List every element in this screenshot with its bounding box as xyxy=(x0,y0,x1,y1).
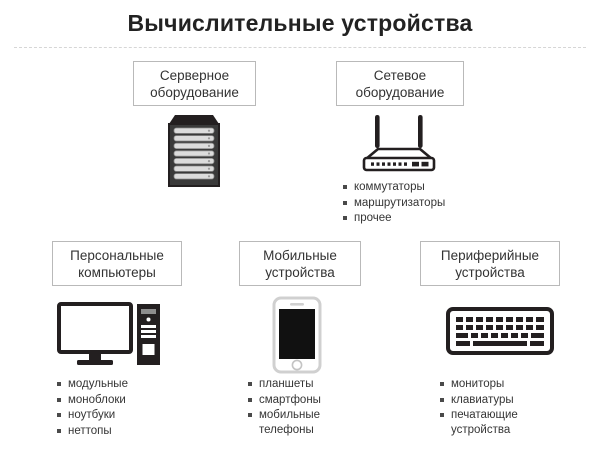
router-icon xyxy=(352,113,448,178)
bullet-square-icon xyxy=(248,393,259,402)
bullet-square-icon xyxy=(343,211,354,220)
node-box-peripheral-devices[interactable]: Периферийные устройства xyxy=(420,241,560,286)
list-item: планшеты xyxy=(248,377,321,392)
bullet-list-peripheral-devices: мониторы клавиатуры печатающие устройств… xyxy=(440,377,518,438)
node-box-mobile-devices[interactable]: Мобильные устройства xyxy=(239,241,361,286)
smartphone-icon xyxy=(272,296,322,379)
node-label-pc-line1: Персональные xyxy=(70,247,164,263)
node-label-mobile-line2: устройства xyxy=(265,264,335,280)
node-box-personal-computers[interactable]: Персональные компьютеры xyxy=(52,241,182,286)
bullet-square-icon xyxy=(57,377,68,386)
list-item: маршрутизаторы xyxy=(343,196,445,211)
bullet-square-icon xyxy=(248,408,259,417)
node-label-peripheral-line1: Периферийные xyxy=(440,247,540,263)
bullet-list-personal-computers: модульные моноблоки ноутбуки неттопы xyxy=(57,377,128,439)
list-item: прочее xyxy=(343,211,445,226)
bullet-square-icon xyxy=(57,393,68,402)
list-item: неттопы xyxy=(57,424,128,439)
node-label-pc-line2: компьютеры xyxy=(78,264,156,280)
bullet-square-icon xyxy=(440,377,451,386)
list-item: печатающие устройства xyxy=(440,408,518,437)
list-item: смартфоны xyxy=(248,393,321,408)
title-divider xyxy=(14,47,586,48)
bullet-list-network: коммутаторы маршрутизаторы прочее xyxy=(343,180,445,227)
node-label-network-line1: Сетевое xyxy=(373,67,427,83)
bullet-square-icon xyxy=(440,393,451,402)
list-item: клавиатуры xyxy=(440,393,518,408)
node-label-server-line1: Серверное xyxy=(159,67,230,83)
node-label-network-line2: оборудование xyxy=(355,84,445,100)
bullet-square-icon xyxy=(57,424,68,433)
server-rack-icon xyxy=(163,113,225,192)
node-label-server-line2: оборудование xyxy=(150,84,239,100)
page-title: Вычислительные устройства xyxy=(127,10,473,36)
node-label-peripheral-line2: устройства xyxy=(455,264,525,280)
bullet-square-icon xyxy=(440,408,451,417)
list-item: моноблоки xyxy=(57,393,128,408)
list-item: ноутбуки xyxy=(57,408,128,423)
bullet-square-icon xyxy=(343,180,354,189)
list-item: мониторы xyxy=(440,377,518,392)
node-box-network[interactable]: Сетевое оборудование xyxy=(336,61,464,106)
list-item: мобильные телефоны xyxy=(248,408,321,437)
bullet-square-icon xyxy=(248,377,259,386)
node-box-server[interactable]: Серверное оборудование xyxy=(133,61,256,106)
node-label-mobile-line1: Мобильные xyxy=(263,247,337,263)
keyboard-icon xyxy=(446,307,554,362)
list-item: модульные xyxy=(57,377,128,392)
bullet-square-icon xyxy=(57,408,68,417)
list-item: коммутаторы xyxy=(343,180,445,195)
bullet-square-icon xyxy=(343,196,354,205)
bullet-list-mobile-devices: планшеты смартфоны мобильные телефоны xyxy=(248,377,321,438)
desktop-computer-icon xyxy=(57,300,162,375)
